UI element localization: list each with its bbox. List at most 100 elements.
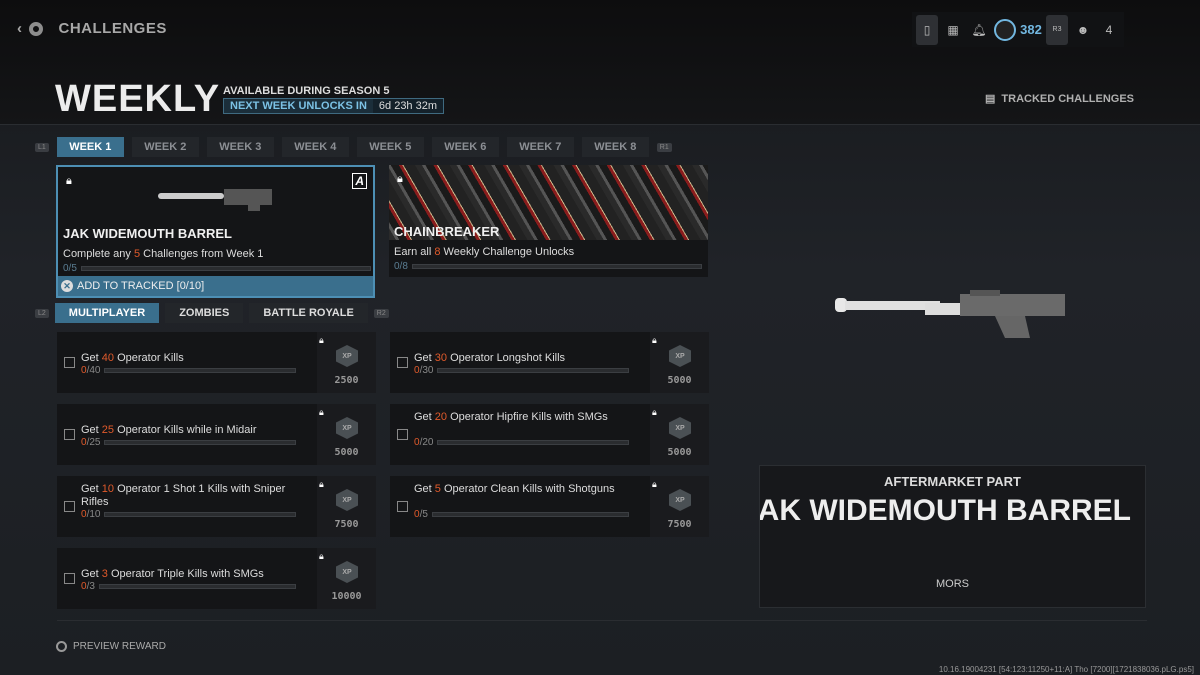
tab-week-2[interactable]: WEEK 2: [131, 137, 199, 157]
chevron-left-icon: ‹: [17, 20, 23, 37]
progress-current: 0: [81, 509, 87, 520]
challenge-title: Get 10 Operator 1 Shot 1 Kills with Snip…: [81, 483, 301, 509]
tab-week-5[interactable]: WEEK 5: [356, 137, 424, 157]
reward-description: Earn all 8 Weekly Challenge Unlocks: [394, 246, 574, 258]
tab-week-4[interactable]: WEEK 4: [281, 137, 349, 157]
challenge-progress: 0/25: [81, 437, 296, 448]
tab-week-6[interactable]: WEEK 6: [431, 137, 499, 157]
title-text: Get: [414, 411, 435, 423]
track-checkbox[interactable]: [64, 501, 75, 512]
challenge-title: Get 40 Operator Kills: [81, 352, 301, 365]
tab-multiplayer[interactable]: MULTIPLAYER: [54, 303, 160, 323]
r3-button[interactable]: R3: [1046, 14, 1068, 45]
progress-total: /5: [419, 509, 428, 520]
track-checkbox[interactable]: [64, 429, 75, 440]
challenge-card[interactable]: Get 25 Operator Kills while in Midair 0/…: [57, 404, 376, 465]
week-tabs: L1 WEEK 1 WEEK 2 WEEK 3 WEEK 4 WEEK 5 WE…: [35, 137, 672, 157]
xp-amount: 2500: [334, 375, 359, 386]
title-text: Get: [81, 568, 102, 580]
title-text: Get: [414, 352, 435, 364]
tab-zombies[interactable]: ZOMBIES: [165, 303, 244, 323]
progress-current: 0: [414, 365, 420, 376]
bell-icon[interactable]: 🔔︎: [971, 22, 987, 37]
challenge-card[interactable]: Get 20 Operator Hipfire Kills with SMGs …: [390, 404, 709, 465]
top-bar: ▯ ▦ 🔔︎ 382 R3 ☻ 4: [912, 12, 1124, 47]
add-to-tracked-label: ADD TO TRACKED [0/10]: [77, 280, 205, 292]
challenge-title: Get 3 Operator Triple Kills with SMGs: [81, 568, 301, 581]
lock-icon: 🔒︎: [397, 173, 403, 185]
track-checkbox[interactable]: [397, 429, 408, 440]
r1-tag: R1: [656, 142, 672, 152]
progress-bar: [104, 440, 296, 445]
reward-card-barrel[interactable]: 🔒︎ A JAK WIDEMOUTH BARREL Complete any 5…: [56, 165, 375, 298]
tab-week-1[interactable]: WEEK 1: [56, 137, 124, 157]
preview-reward-label: PREVIEW REWARD: [73, 641, 166, 652]
challenge-progress: 0/10: [81, 509, 296, 520]
challenge-progress: 0/40: [81, 365, 296, 376]
circle-button-icon: [28, 21, 43, 36]
back-button[interactable]: ‹CHALLENGES: [17, 20, 167, 37]
challenge-title: Get 25 Operator Kills while in Midair: [81, 424, 301, 437]
challenge-progress: 0/3: [81, 581, 296, 592]
divider: [57, 620, 1147, 621]
progress-total: /20: [419, 437, 434, 448]
tab-week-7[interactable]: WEEK 7: [506, 137, 574, 157]
xp-icon: XP: [669, 489, 691, 511]
challenge-card[interactable]: Get 10 Operator 1 Shot 1 Kills with Snip…: [57, 476, 376, 537]
track-checkbox[interactable]: [64, 357, 75, 368]
challenge-card[interactable]: Get 3 Operator Triple Kills with SMGs 0/…: [57, 548, 376, 609]
track-checkbox[interactable]: [64, 573, 75, 584]
controller-icon[interactable]: ▯: [916, 14, 938, 45]
battle-pass-icon[interactable]: [994, 15, 1016, 45]
reward-progress: 0/8: [394, 261, 702, 272]
add-to-tracked-button[interactable]: ✕ADD TO TRACKED [0/10]: [58, 276, 373, 296]
title-count: 30: [434, 352, 448, 364]
tab-battle-royale[interactable]: BATTLE ROYALE: [249, 303, 368, 323]
progress-total: /3: [86, 581, 95, 592]
lock-icon: 🔒︎: [319, 551, 324, 561]
track-checkbox[interactable]: [397, 501, 408, 512]
progress-bar: [80, 266, 371, 271]
title-text: Operator Clean Kills with Shotguns: [440, 483, 615, 495]
challenge-card[interactable]: Get 30 Operator Longshot Kills 0/30 🔒︎XP…: [390, 332, 709, 393]
progress-bar: [98, 584, 296, 589]
tab-week-8[interactable]: WEEK 8: [581, 137, 649, 157]
progress-total: /25: [86, 437, 101, 448]
xp-icon: XP: [669, 417, 691, 439]
next-unlock-time: 6d 23h 32m: [378, 100, 438, 112]
title-text: Operator Triple Kills with SMGs: [107, 568, 264, 580]
reward-card-chainbreaker[interactable]: 🔒︎ CHAINBREAKER Earn all 8 Weekly Challe…: [389, 165, 708, 277]
challenge-progress: 0/30: [414, 365, 629, 376]
progress-current: 0: [81, 437, 87, 448]
title-text: Operator Longshot Kills: [447, 352, 566, 364]
progress-current: 0: [81, 365, 87, 376]
party-icon[interactable]: ☻: [1076, 22, 1090, 37]
title-text: Operator Kills while in Midair: [114, 424, 257, 436]
title-text: Get: [414, 483, 435, 495]
title-count: 5: [434, 483, 441, 495]
reward-preview-panel: AFTERMARKET PART JAK WIDEMOUTH BARREL MO…: [759, 465, 1146, 608]
grid-menu-icon[interactable]: ▦: [947, 22, 959, 37]
challenge-title: Get 20 Operator Hipfire Kills with SMGs: [414, 411, 634, 424]
tab-week-3[interactable]: WEEK 3: [206, 137, 274, 157]
version-text: 10.16.19004231 [54:123:11250+11:A] Tho […: [938, 665, 1194, 674]
preview-reward-button[interactable]: PREVIEW REWARD: [56, 641, 166, 652]
progress-text: 0/8: [394, 261, 408, 272]
title-text: Get: [81, 483, 102, 495]
tracked-challenges-button[interactable]: ▤TRACKED CHALLENGES: [985, 92, 1134, 106]
touchpad-icon: ▤: [985, 93, 996, 105]
xp-amount: 10000: [331, 591, 362, 602]
xp-icon: XP: [336, 417, 358, 439]
track-checkbox[interactable]: [397, 357, 408, 368]
desc-count: 5: [133, 248, 141, 260]
title-count: 10: [101, 483, 115, 495]
progress-current: 0: [81, 581, 87, 592]
reward-progress: 0/5: [63, 263, 371, 274]
progress-total: /10: [86, 509, 101, 520]
progress-total: /40: [86, 365, 101, 376]
challenge-card[interactable]: Get 5 Operator Clean Kills with Shotguns…: [390, 476, 709, 537]
